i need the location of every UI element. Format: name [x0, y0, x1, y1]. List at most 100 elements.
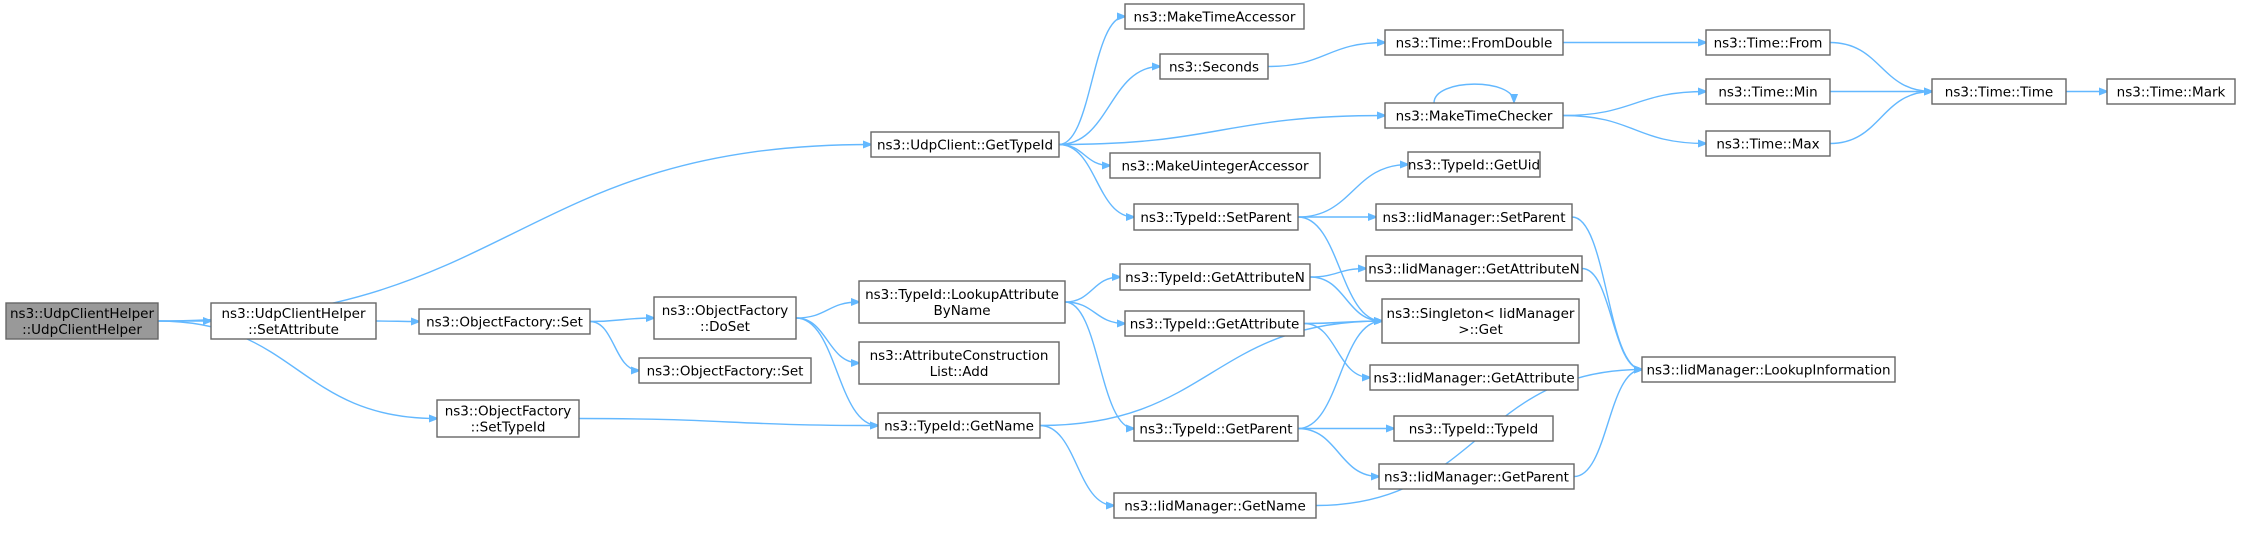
node-n0[interactable]: ns3::UdpClientHelper::UdpClientHelper — [5, 302, 159, 340]
node-n2[interactable]: ns3::ObjectFactory::SetTypeId — [436, 399, 580, 438]
node-n13[interactable]: ns3::MakeUintegerAccessor — [1109, 152, 1321, 179]
node-n28[interactable]: ns3::Time::Min — [1705, 78, 1831, 105]
edge-n5-n8 — [795, 317, 859, 363]
node-n17[interactable]: ns3::TypeId::GetParent — [1133, 415, 1299, 442]
edge-n3-n14 — [1058, 143, 1134, 218]
edge-n16-n24 — [1303, 322, 1370, 378]
node-label: ::SetAttribute — [248, 322, 339, 338]
node-label: List::Add — [930, 364, 989, 380]
node-label: ns3::TypeId::GetAttribute — [1130, 317, 1300, 333]
node-label: ns3::UdpClient::GetTypeId — [877, 138, 1053, 154]
node-box — [1705, 78, 1831, 105]
node-label: ns3::UdpClientHelper — [221, 306, 365, 322]
edge-n11-n19 — [1267, 43, 1385, 68]
edge-n3-n11 — [1058, 67, 1160, 146]
node-box — [1109, 152, 1321, 179]
node-label: ns3::Time::Time — [1945, 85, 2053, 101]
node-box — [2106, 78, 2236, 105]
node-n9[interactable]: ns3::TypeId::GetName — [877, 412, 1041, 439]
node-label: ns3::Time::FromDouble — [1396, 36, 1553, 52]
edge-n12-n29 — [1562, 114, 1706, 144]
node-n18[interactable]: ns3::IidManager::GetName — [1113, 492, 1317, 519]
node-n32[interactable]: ns3::Time::Mark — [2106, 78, 2236, 105]
node-n4[interactable]: ns3::ObjectFactory::Set — [418, 308, 591, 335]
node-label: ns3::UdpClientHelper — [10, 306, 154, 322]
node-n24[interactable]: ns3::IidManager::GetAttribute — [1369, 364, 1579, 391]
node-label: ns3::TypeId::GetParent — [1139, 422, 1292, 438]
node-n21[interactable]: ns3::IidManager::SetParent — [1375, 203, 1573, 231]
node-box — [1375, 203, 1573, 231]
node-n15[interactable]: ns3::TypeId::GetAttributeN — [1119, 263, 1311, 291]
edge-n1-n4 — [375, 321, 419, 322]
node-n11[interactable]: ns3::Seconds — [1159, 53, 1269, 80]
node-box — [1705, 29, 1831, 56]
node-box — [653, 296, 797, 340]
node-box — [1393, 415, 1554, 442]
edge-n21-n30 — [1571, 216, 1642, 370]
node-box — [1124, 3, 1305, 30]
node-box — [1113, 492, 1317, 519]
node-label: ns3::MakeTimeChecker — [1396, 109, 1553, 125]
node-label: ::SetTypeId — [471, 420, 546, 436]
node-label: ::DoSet — [700, 319, 750, 335]
node-n14[interactable]: ns3::TypeId::SetParent — [1133, 203, 1299, 231]
node-n6[interactable]: ns3::ObjectFactory::Set — [638, 357, 812, 384]
edge-n15-n23 — [1309, 276, 1382, 321]
node-label: ns3::IidManager::GetAttributeN — [1368, 262, 1579, 278]
node-box — [1641, 356, 1896, 383]
node-label: ns3::TypeId::LookupAttribute — [865, 287, 1059, 303]
node-box — [1365, 255, 1583, 282]
node-n12[interactable]: ns3::MakeTimeChecker — [1384, 102, 1564, 129]
node-label: ::UdpClientHelper — [22, 322, 142, 338]
node-n16[interactable]: ns3::TypeId::GetAttribute — [1124, 310, 1305, 337]
edge-n0-n2 — [157, 320, 437, 419]
node-box — [1378, 463, 1575, 490]
edge-n17-n26 — [1297, 427, 1379, 477]
node-box — [1381, 298, 1580, 344]
node-n23[interactable]: ns3::Singleton< IidManager>::Get — [1381, 298, 1580, 344]
node-n31[interactable]: ns3::Time::Time — [1931, 78, 2067, 105]
node-label: ns3::TypeId::GetName — [884, 419, 1034, 435]
node-label: ns3::IidManager::GetParent — [1384, 470, 1569, 486]
node-label: ByName — [933, 303, 990, 319]
node-n30[interactable]: ns3::IidManager::LookupInformation — [1641, 356, 1896, 383]
node-label: ns3::TypeId::GetUid — [1408, 158, 1540, 174]
node-box — [638, 357, 812, 384]
edge-n2-n9 — [578, 417, 878, 426]
edge-n27-n31 — [1829, 41, 1932, 92]
node-n27[interactable]: ns3::Time::From — [1705, 29, 1831, 56]
edge-n14-n23 — [1297, 216, 1382, 321]
node-box — [1384, 29, 1564, 56]
edge-n29-n31 — [1829, 92, 1932, 145]
node-n3[interactable]: ns3::UdpClient::GetTypeId — [870, 131, 1060, 158]
node-box — [870, 131, 1060, 158]
node-box — [436, 399, 580, 438]
node-n10[interactable]: ns3::MakeTimeAccessor — [1124, 3, 1305, 30]
node-label: ns3::ObjectFactory — [662, 303, 789, 319]
node-label: ns3::IidManager::GetName — [1124, 499, 1306, 515]
node-box — [1407, 151, 1541, 178]
edge-n9-n23 — [1039, 321, 1382, 427]
node-n22[interactable]: ns3::IidManager::GetAttributeN — [1365, 255, 1583, 282]
node-box — [1133, 203, 1299, 231]
node-box — [418, 308, 591, 335]
node-label: ns3::TypeId::GetAttributeN — [1125, 270, 1305, 286]
node-label: ns3::IidManager::GetAttribute — [1373, 371, 1574, 387]
node-label: ns3::ObjectFactory::Set — [647, 364, 804, 380]
edge-n7-n17 — [1064, 301, 1134, 429]
node-label: ns3::Time::Max — [1716, 137, 1819, 153]
node-n5[interactable]: ns3::ObjectFactory::DoSet — [653, 296, 797, 340]
node-n1[interactable]: ns3::UdpClientHelper::SetAttribute — [210, 302, 377, 340]
node-n26[interactable]: ns3::IidManager::GetParent — [1378, 463, 1575, 490]
node-label: >::Get — [1458, 322, 1502, 338]
node-n19[interactable]: ns3::Time::FromDouble — [1384, 29, 1564, 56]
node-n25[interactable]: ns3::TypeId::TypeId — [1393, 415, 1554, 442]
edge-n3-n13 — [1058, 143, 1110, 166]
edge-n12-n12 — [1433, 83, 1514, 104]
node-n20[interactable]: ns3::TypeId::GetUid — [1407, 151, 1541, 178]
node-label: ns3::Seconds — [1169, 60, 1259, 76]
node-n29[interactable]: ns3::Time::Max — [1705, 130, 1831, 157]
edge-n14-n20 — [1297, 165, 1408, 218]
